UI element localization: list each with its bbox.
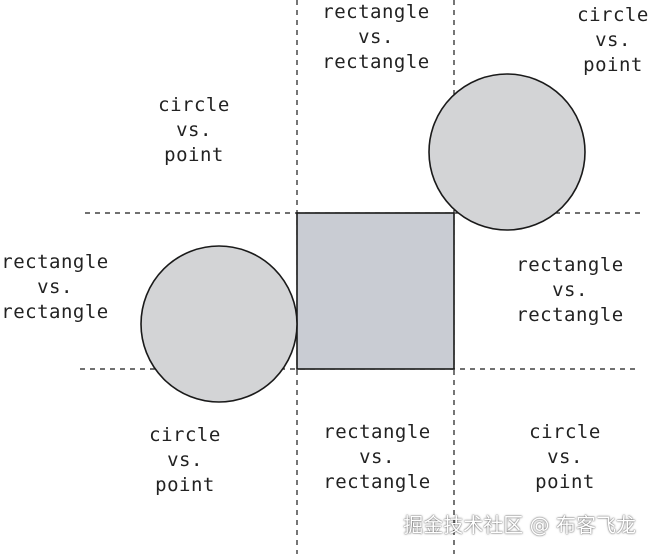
label-line: point <box>164 144 224 166</box>
label-top-right: circle vs. point <box>548 3 650 78</box>
label-line: vs. <box>359 446 395 468</box>
circle-top-right <box>428 73 586 231</box>
label-bottom-right: circle vs. point <box>500 420 630 495</box>
label-line: vs. <box>167 449 203 471</box>
label-line: vs. <box>358 26 394 48</box>
label-line: rectangle <box>323 471 431 493</box>
label-line: rectangle <box>1 301 109 323</box>
label-bottom-center: rectangle vs. rectangle <box>312 420 442 495</box>
label-line: circle <box>577 4 649 26</box>
label-line: point <box>535 471 595 493</box>
center-rectangle <box>296 212 455 370</box>
label-top-center: rectangle vs. rectangle <box>311 0 441 75</box>
label-line: rectangle <box>322 51 430 73</box>
label-line: circle <box>158 94 230 116</box>
label-middle-right: rectangle vs. rectangle <box>505 253 635 328</box>
label-line: vs. <box>37 276 73 298</box>
label-line: point <box>155 474 215 496</box>
label-line: vs. <box>176 119 212 141</box>
label-line: vs. <box>595 29 631 51</box>
label-line: rectangle <box>323 421 431 443</box>
label-line: rectangle <box>516 304 624 326</box>
label-middle-left: rectangle vs. rectangle <box>0 250 120 325</box>
label-line: rectangle <box>322 1 430 23</box>
label-line: circle <box>149 424 221 446</box>
label-line: vs. <box>552 279 588 301</box>
label-line: point <box>583 54 643 76</box>
label-top-left: circle vs. point <box>129 93 259 168</box>
label-line: rectangle <box>1 251 109 273</box>
label-line: circle <box>529 421 601 443</box>
label-bottom-left: circle vs. point <box>120 423 250 498</box>
circle-left <box>140 245 298 403</box>
watermark: 掘金技术社区 @ 布客飞龙 <box>403 513 636 537</box>
label-line: vs. <box>547 446 583 468</box>
label-line: rectangle <box>516 254 624 276</box>
